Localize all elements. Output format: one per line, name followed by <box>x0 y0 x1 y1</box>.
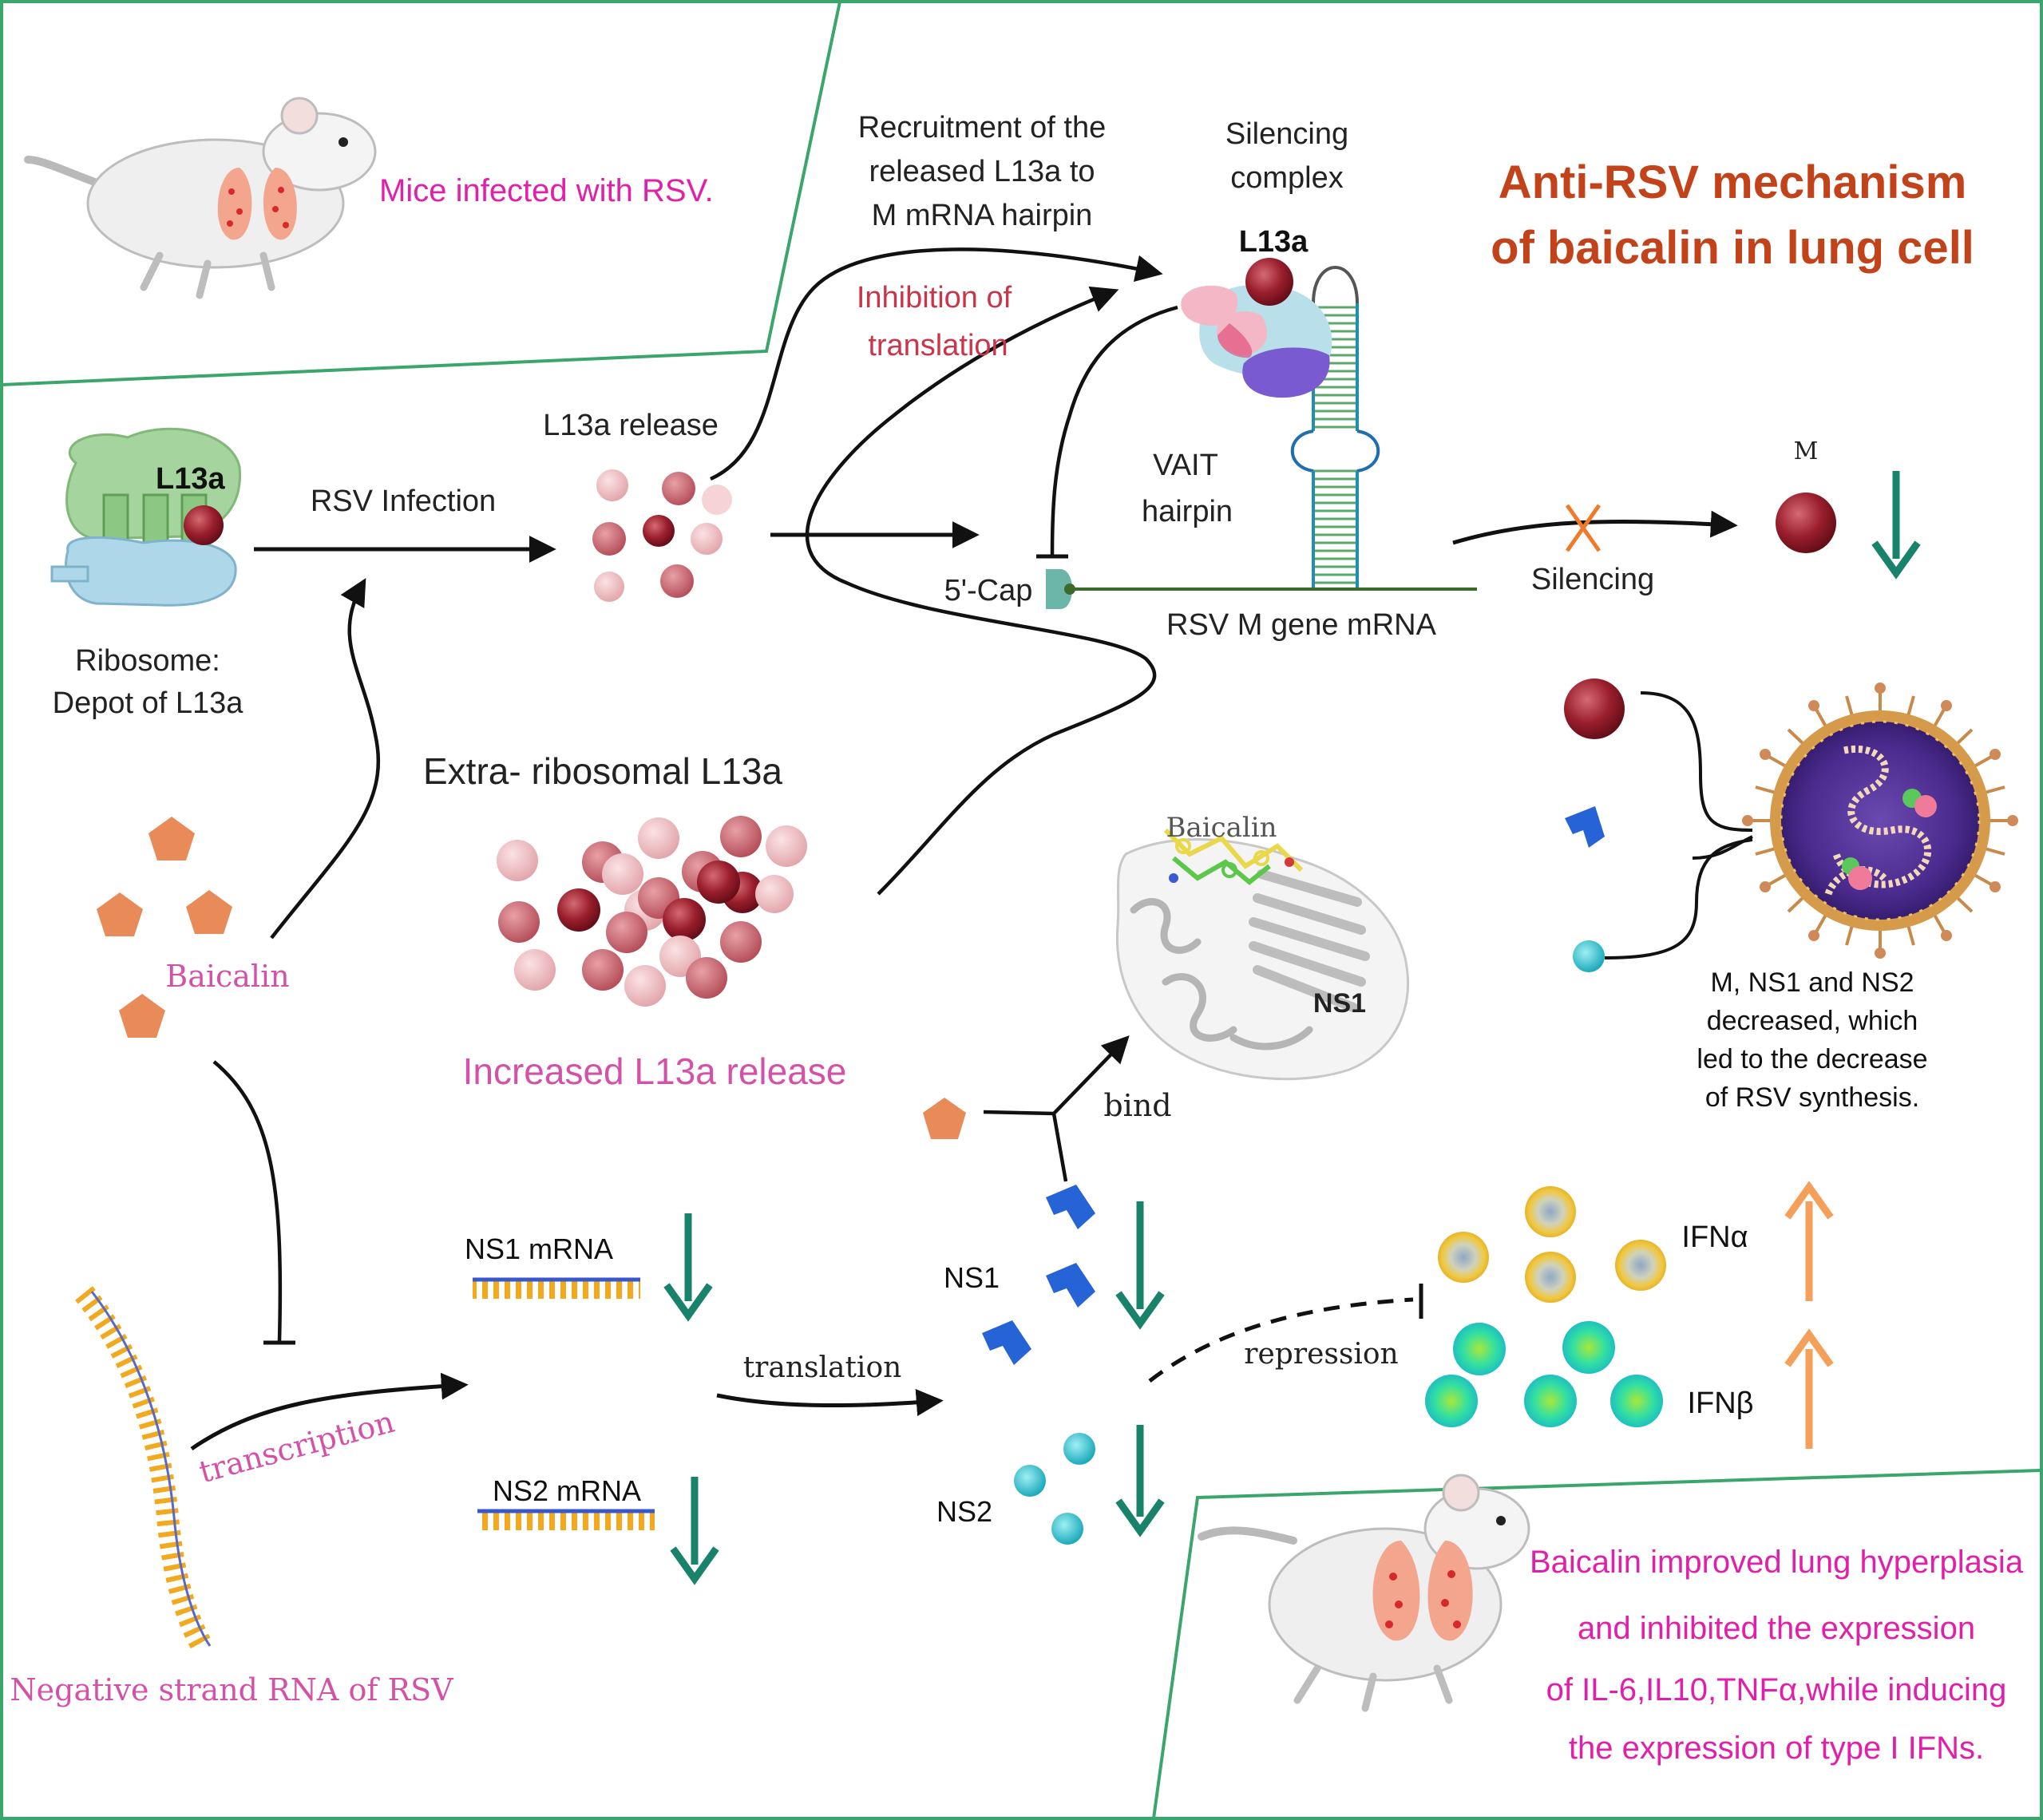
summary-line2: decreased, which <box>1707 1006 1918 1036</box>
legend-ns2-protein-icon <box>1573 940 1605 972</box>
ns2-label: NS2 <box>936 1495 992 1528</box>
baicalin-molecule-icons <box>97 817 966 1139</box>
inhibition-line <box>1050 305 1178 556</box>
ifn-alpha-increase-arrow <box>1784 1181 1834 1301</box>
inhibition-label-line2: translation <box>868 329 1008 362</box>
ns1-decrease-arrow <box>1115 1201 1165 1330</box>
ns1-mrna-decrease-arrow <box>663 1213 713 1322</box>
legend-m-protein-icon <box>1564 679 1625 739</box>
recruitment-label-line2: released L13a to <box>869 155 1095 188</box>
m-protein-label: M <box>1794 437 1819 465</box>
summary-line4: of RSV synthesis. <box>1705 1082 1919 1113</box>
vait-label-line2: hairpin <box>1142 495 1233 528</box>
vait-label-line1: VAIT <box>1153 449 1218 482</box>
ifn-beta-label: IFNβ <box>1687 1387 1753 1420</box>
structure-ligand-label: Baicalin <box>1166 812 1277 844</box>
ifn-beta-increase-arrow <box>1784 1328 1834 1449</box>
recruitment-label-line1: Recruitment of the <box>858 111 1106 144</box>
summary-line1: M, NS1 and NS2 <box>1710 967 1914 998</box>
ns1-label: NS1 <box>944 1261 1000 1294</box>
mouse-icon <box>1198 1474 1530 1712</box>
m-to-virion-connector <box>1640 691 1753 832</box>
ns1-protein-icons <box>982 1185 1095 1365</box>
diagram-title-line1: Anti-RSV mechanism <box>1499 156 1967 208</box>
transcription-label: transcription <box>196 1404 398 1490</box>
ifn-beta-icons <box>1425 1321 1663 1427</box>
rsv-virion-icon <box>1742 682 2018 959</box>
bottom-right-panel-border <box>1152 1469 2042 1819</box>
recruitment-label-line3: M mRNA hairpin <box>872 199 1093 232</box>
legend-ns1-protein-icon <box>1565 806 1605 848</box>
baicalin-to-ribosome-arrow <box>270 578 381 940</box>
transcription-arrow <box>190 1372 469 1451</box>
lung-icon <box>1372 1541 1473 1641</box>
baicalin-inhibits-transcription-line <box>212 1060 283 1342</box>
ribosome-l13a-label: L13a <box>156 462 225 496</box>
negative-strand-label: Negative strand RNA of RSV <box>10 1672 453 1707</box>
ns1-mrna-icon <box>473 1277 640 1299</box>
ns2-mrna-label: NS2 mRNA <box>493 1474 641 1507</box>
inhibition-label-line1: Inhibition of <box>857 281 1012 315</box>
ribosome-icon <box>50 427 241 607</box>
top-left-caption: Mice infected with RSV. <box>379 173 714 208</box>
diagram-title-line2: of baicalin in lung cell <box>1491 222 1974 274</box>
repression-line <box>1148 1297 1414 1383</box>
vait-hairpin-icon <box>1290 266 1380 589</box>
bottom-right-caption-line4: the expression of type I IFNs. <box>1569 1731 1984 1766</box>
ns1-mrna-label: NS1 mRNA <box>465 1232 613 1265</box>
ns2-mrna-decrease-arrow <box>670 1477 719 1585</box>
ifn-alpha-label: IFNα <box>1681 1221 1748 1254</box>
top-left-panel-border <box>1 1 841 386</box>
recruitment-arrow <box>710 247 1163 481</box>
increased-release-label: Increased L13a release <box>463 1050 847 1092</box>
protein-structure-icon <box>1115 828 1409 1081</box>
baicalin-label: Baicalin <box>165 959 289 994</box>
ribosome-caption-line2: Depot of L13a <box>53 686 244 720</box>
ns2-to-virion-connector <box>1604 838 1753 959</box>
l13a-release-label: L13a release <box>543 409 719 442</box>
rsv-infection-label: RSV Infection <box>311 485 496 518</box>
bottom-right-caption-line2: and inhibited the expression <box>1578 1611 1975 1646</box>
rsv-m-mrna-label: RSV M gene mRNA <box>1166 608 1437 642</box>
ns2-mrna-icon <box>477 1509 655 1530</box>
mouse-icon <box>24 97 377 299</box>
m-protein-icon <box>1776 493 1836 553</box>
silencing-label: Silencing <box>1531 563 1654 596</box>
silencing-complex-icon <box>1181 258 1332 398</box>
five-cap-icon <box>1046 569 1072 609</box>
silencing-complex-label-line1: Silencing <box>1225 117 1348 151</box>
bind-label: bind <box>1103 1088 1171 1123</box>
ifn-alpha-icons <box>1438 1186 1666 1303</box>
extra-ribosomal-l13a-cluster <box>497 816 807 1007</box>
silencing-complex-label-line2: complex <box>1230 161 1344 195</box>
structure-protein-label: NS1 <box>1313 988 1366 1019</box>
ns2-decrease-arrow <box>1115 1425 1165 1537</box>
bottom-right-caption-line1: Baicalin improved lung hyperplasia <box>1530 1545 2024 1580</box>
lung-icon <box>217 168 297 240</box>
five-cap-label: 5'-Cap <box>944 574 1033 607</box>
ns2-protein-icons <box>1014 1433 1095 1545</box>
l13a-release-cluster <box>592 469 732 602</box>
bottom-right-caption-line3: of IL-6,IL10,TNFα,while inducing <box>1546 1672 2007 1707</box>
complex-l13a-label: L13a <box>1239 225 1309 259</box>
translation-label: translation <box>743 1351 902 1384</box>
m-decrease-arrow <box>1871 471 1921 580</box>
translation-arrow <box>716 1389 944 1416</box>
extra-ribosomal-path-arrow <box>805 286 1157 896</box>
negative-strand-rna-icon <box>75 1286 214 1655</box>
extra-ribosomal-label: Extra- ribosomal L13a <box>423 750 782 792</box>
ribosome-caption-line1: Ribosome: <box>75 644 220 678</box>
summary-line3: led to the decrease <box>1697 1044 1927 1074</box>
repression-label: repression <box>1244 1338 1398 1371</box>
